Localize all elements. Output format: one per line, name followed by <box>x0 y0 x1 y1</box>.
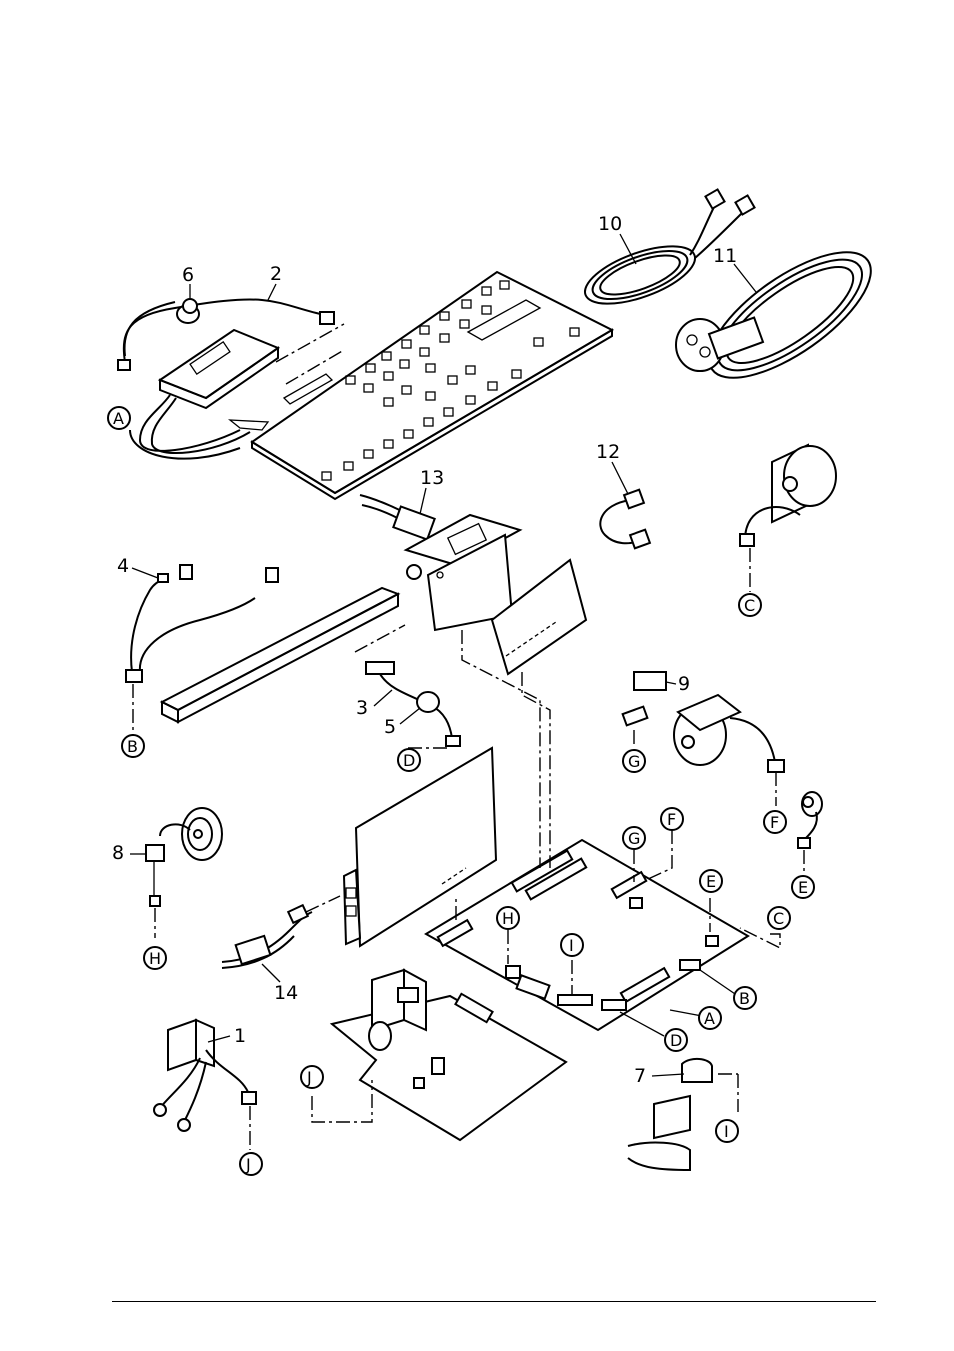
bubble-A-board: A <box>698 1006 722 1030</box>
bubble-I-board: I <box>560 933 584 957</box>
bubble-E-board: E <box>699 869 723 893</box>
power-supply-board <box>329 968 568 1142</box>
part-11-label: 11 <box>713 245 737 267</box>
bubble-J-power: J <box>300 1065 324 1089</box>
power-cord-part-11 <box>675 251 872 379</box>
svg-text:G: G <box>628 829 640 848</box>
operation-panel-board <box>228 270 615 501</box>
part-1-label: 1 <box>234 1025 246 1047</box>
sensor-harness-part-4 <box>125 564 279 736</box>
connector-part-9 <box>621 671 667 748</box>
svg-text:G: G <box>628 752 640 771</box>
svg-text:F: F <box>770 813 779 832</box>
main-controller-board <box>342 746 498 948</box>
part-8-label: 8 <box>112 842 124 864</box>
svg-text:J: J <box>306 1068 312 1087</box>
bubble-C-board: C <box>767 906 791 930</box>
svg-text:H: H <box>149 949 161 968</box>
daughter-board <box>490 558 588 676</box>
speaker-part-8 <box>145 807 223 938</box>
part-12-label: 12 <box>596 441 620 463</box>
bubble-J-inlet: J <box>239 1152 263 1176</box>
bubble-B-board: B <box>733 986 757 1010</box>
svg-text:E: E <box>706 872 716 891</box>
power-inlet-part-1 <box>153 1018 257 1150</box>
svg-text:A: A <box>704 1009 715 1028</box>
svg-text:F: F <box>667 810 676 829</box>
leader-lines <box>311 747 781 1123</box>
bubble-D-board: D <box>664 1028 688 1052</box>
bubble-B-left: B <box>121 734 145 758</box>
lamp-bar <box>159 586 401 724</box>
svg-text:I: I <box>724 1122 729 1141</box>
motor-c <box>739 443 837 592</box>
cable-part-14 <box>221 895 341 969</box>
svg-text:I: I <box>569 936 574 955</box>
bubble-H-board: H <box>496 906 520 930</box>
panel-keys <box>321 280 580 481</box>
svg-text:D: D <box>403 751 415 770</box>
part-3-label: 3 <box>356 697 368 719</box>
ncu-unit-part-13 <box>359 494 523 632</box>
cable-part-12 <box>599 488 652 550</box>
sensor-e <box>797 791 823 874</box>
svg-text:J: J <box>245 1155 251 1174</box>
part-4-label: 4 <box>117 555 129 577</box>
motor-f <box>673 693 785 806</box>
part-5-label: 5 <box>384 716 396 738</box>
bubble-G-mid: G <box>622 749 646 773</box>
bubble-H-left: H <box>143 946 167 970</box>
svg-text:B: B <box>739 989 750 1008</box>
svg-text:B: B <box>127 737 138 756</box>
svg-text:H: H <box>502 909 514 928</box>
connector-letter-bubbles: A B C D G F G F E E C H H I B A D J I J <box>107 406 815 1176</box>
ribbon-cable-part-7 <box>627 1058 739 1172</box>
svg-text:C: C <box>773 909 784 928</box>
part-9-label: 9 <box>678 673 690 695</box>
part-10-label: 10 <box>598 213 622 235</box>
svg-text:A: A <box>113 409 124 428</box>
part-2-label: 2 <box>270 263 282 285</box>
svg-text:D: D <box>670 1031 682 1050</box>
bubble-G-board: G <box>622 826 646 850</box>
svg-text:E: E <box>798 878 808 897</box>
bubble-A-top: A <box>107 406 131 430</box>
footer-rule <box>112 1301 876 1302</box>
harness-part-3 <box>354 624 461 747</box>
part-14-label: 14 <box>274 982 298 1004</box>
harness-part-2 <box>117 298 335 460</box>
bubble-C-top: C <box>738 593 762 617</box>
bubble-D-mid: D <box>397 748 421 772</box>
bubble-F-board: F <box>660 807 684 831</box>
svg-text:C: C <box>744 596 755 615</box>
bubble-F-right: F <box>763 810 787 834</box>
part-6-label: 6 <box>182 264 194 286</box>
part-7-label: 7 <box>634 1065 646 1087</box>
bubble-E-right: E <box>791 875 815 899</box>
part-13-label: 13 <box>420 467 444 489</box>
bubble-I-ribbon: I <box>715 1119 739 1143</box>
base-logic-board <box>424 630 750 1032</box>
part-number-labels: 6 2 10 11 13 12 4 9 3 5 8 14 1 7 <box>112 213 757 1087</box>
